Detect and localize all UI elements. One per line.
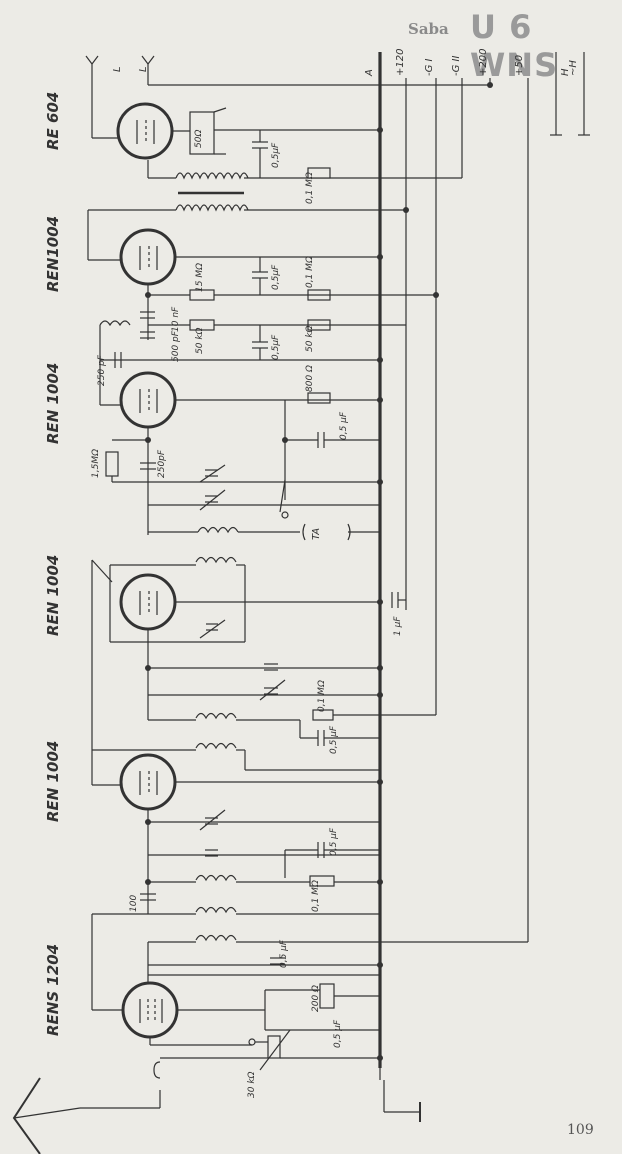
rail-label-200: +200 (478, 48, 489, 76)
capacitor-05g-label: 0,5 μF (279, 939, 289, 968)
page-number: 109 (567, 1122, 594, 1138)
coil (197, 526, 239, 534)
resistor-50k-b-label: 50 kΩ (305, 325, 315, 352)
terminal-mark (85, 55, 99, 65)
capacitor-05e-label: 0,5 μF (329, 725, 339, 754)
tube-ren1004-symbol (119, 753, 177, 811)
junction-dot (487, 82, 493, 88)
resistor-200-label: 200 Ω (311, 985, 321, 1012)
tube-ren1004-symbol (119, 371, 177, 429)
capacitor-250b-label: 250pF (157, 449, 167, 478)
junction-dot (145, 665, 151, 671)
ta-jack (302, 523, 306, 541)
coil (195, 556, 237, 564)
coil (195, 712, 237, 720)
tube-label-rens1204: RENS 1204 (44, 943, 62, 1036)
coil (195, 742, 237, 750)
tube-label-ren1004-4: REN 1004 (44, 740, 62, 822)
junction-dot (377, 599, 383, 605)
terminal-mark (141, 55, 155, 65)
tube-ren1004-symbol (119, 573, 177, 631)
junction-dot (145, 292, 151, 298)
terminal-label-l1: L (112, 66, 123, 72)
rail-label-g1: -G I (424, 58, 435, 77)
junction-dot (377, 1055, 383, 1061)
tube-label-ren1004-3: REN 1004 (44, 554, 62, 636)
coil (195, 874, 237, 882)
junction-dot (377, 254, 383, 260)
terminal-label-l2: L (138, 66, 149, 72)
junction-dot (282, 437, 288, 443)
capacitor-100-label: 100 (129, 894, 139, 912)
junction-dot (377, 479, 383, 485)
resistor-01d-label: 0,1 MΩ (311, 880, 321, 912)
junction-dot (377, 779, 383, 785)
capacitor-05c-label: 0,5μF (271, 334, 281, 360)
junction-dot (377, 357, 383, 363)
transformer-coil (175, 172, 249, 180)
tube-label-re604: RE 604 (44, 91, 62, 150)
junction-dot (377, 879, 383, 885)
tube-ren1004-symbol (119, 228, 177, 286)
brand-label: Saba (408, 20, 449, 38)
coil (195, 906, 237, 914)
resistor-30k-label: 30 kΩ (247, 1071, 257, 1098)
capacitor-1-label: 1 μF (393, 616, 403, 637)
junction-dot (377, 665, 383, 671)
resistor-15m-label: 1,5MΩ (91, 449, 101, 478)
capacitor-05h-label: 0,5 μF (333, 1019, 343, 1048)
resistor-01a-label: 0,1 MΩ (305, 172, 315, 204)
capacitor-05b-label: 0,5μF (271, 264, 281, 290)
coil (99, 320, 131, 327)
rail-label-50: +50 (514, 54, 525, 76)
ta-label: TA (311, 527, 322, 540)
transformer-coil (175, 204, 249, 212)
junction-dot (377, 692, 383, 698)
capacitor-05f-label: 0,5 μF (329, 827, 339, 856)
junction-dot (145, 437, 151, 443)
tube-label-ren1004-2: REN 1004 (44, 362, 62, 444)
input-jack (153, 1061, 161, 1079)
junction-dot (145, 819, 151, 825)
tube-rens1204-symbol (121, 981, 179, 1039)
tube-label-ren1004-1: REN1004 (44, 215, 62, 292)
rail-label-a: A (364, 69, 375, 76)
capacitor-05d-label: 0,5 μF (339, 411, 349, 440)
rail-label-g2: -G II (451, 55, 462, 76)
capacitor-05a-label: 0,5μF (271, 142, 281, 168)
resistor-01c-label: 0,1 MΩ (317, 680, 327, 712)
model-title: U 6 WNS (470, 8, 559, 84)
capacitor-500-label: 500 pF (171, 331, 181, 362)
junction-dot (145, 879, 151, 885)
resistor-50-label: 50Ω (194, 129, 204, 148)
resistor-50k-a-label: 50 kΩ (195, 327, 205, 354)
junction-dot (377, 127, 383, 133)
terminal-label-h2: ~H (568, 60, 579, 76)
junction-dot (377, 962, 383, 968)
resistor-01b-label: 0,1 MΩ (305, 256, 315, 288)
junction-dot (377, 397, 383, 403)
rail-label-120: +120 (395, 48, 406, 76)
coil (195, 934, 237, 942)
capacitor-250a-label: 250 pF (97, 355, 107, 386)
junction-dot (403, 207, 409, 213)
resistor-15-label: 15 MΩ (195, 263, 205, 292)
resistor-800-label: 800 Ω (305, 365, 315, 392)
tube-re604-symbol (116, 102, 174, 160)
junction-dot (433, 292, 439, 298)
